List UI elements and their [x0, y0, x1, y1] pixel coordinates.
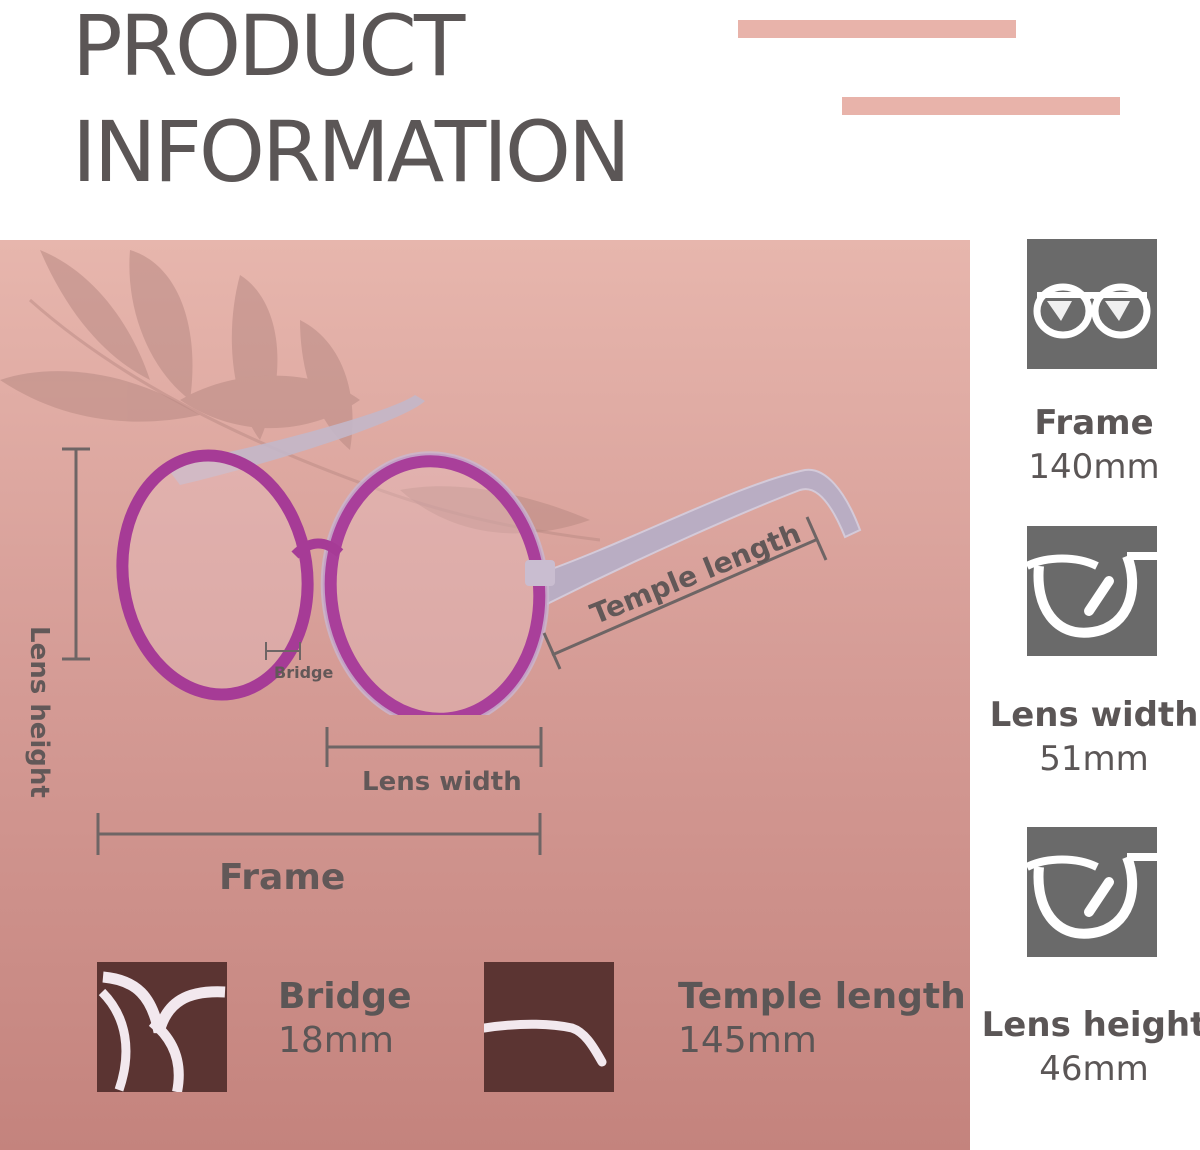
glasses-bridge — [291, 538, 344, 559]
frame-measure — [96, 813, 542, 855]
glasses-photo — [116, 395, 862, 715]
bridge-spec-name: Bridge — [278, 976, 412, 1017]
lens-height-spec-name: Lens height — [981, 1005, 1200, 1045]
bridge-measure — [265, 642, 301, 660]
decorative-bar-bottom — [842, 97, 1120, 115]
temple-spec: Temple length 145mm — [678, 975, 966, 1063]
frame-label: Frame — [219, 857, 346, 898]
title-line-1: PRODUCT — [72, 0, 465, 95]
lens-width-label: Lens width — [362, 767, 522, 797]
bridge-spec: Bridge 18mm — [278, 975, 412, 1063]
glasses-left-lens — [116, 449, 314, 701]
decorative-bar-top — [738, 20, 1016, 38]
temple-length-measure — [542, 516, 828, 670]
frame-spec-name: Frame — [1034, 403, 1154, 443]
bridge-spec-value: 18mm — [278, 1020, 394, 1061]
lens-width-measure — [325, 727, 543, 767]
temple-spec-name: Temple length — [678, 976, 966, 1017]
lens-height-icon — [1025, 827, 1157, 957]
title-line-2: INFORMATION — [72, 103, 631, 201]
product-diagram-panel: Bridge Lens width Frame Temple length Le… — [0, 240, 970, 1150]
glasses-frame-icon — [1027, 239, 1157, 369]
glasses-near-temple — [533, 468, 862, 607]
lens-height-measure — [62, 447, 90, 661]
bridge-label: Bridge — [274, 663, 334, 682]
temple-spec-value: 145mm — [678, 1020, 817, 1061]
lens-height-spec: Lens height 46mm — [970, 1003, 1200, 1091]
lens-width-spec-name: Lens width — [989, 695, 1199, 735]
glasses-temple-icon — [479, 962, 614, 1092]
leaf-decoration — [0, 250, 600, 542]
lens-width-spec-value: 51mm — [1039, 739, 1149, 779]
frame-spec: Frame 140mm — [970, 401, 1200, 489]
glasses-bridge-icon — [97, 962, 227, 1093]
frame-spec-value: 140mm — [1028, 447, 1160, 487]
lens-height-spec-value: 46mm — [1039, 1049, 1149, 1089]
lens-width-icon — [1025, 526, 1157, 656]
lens-width-spec: Lens width 51mm — [970, 693, 1200, 781]
lens-height-label: Lens height — [24, 626, 54, 798]
